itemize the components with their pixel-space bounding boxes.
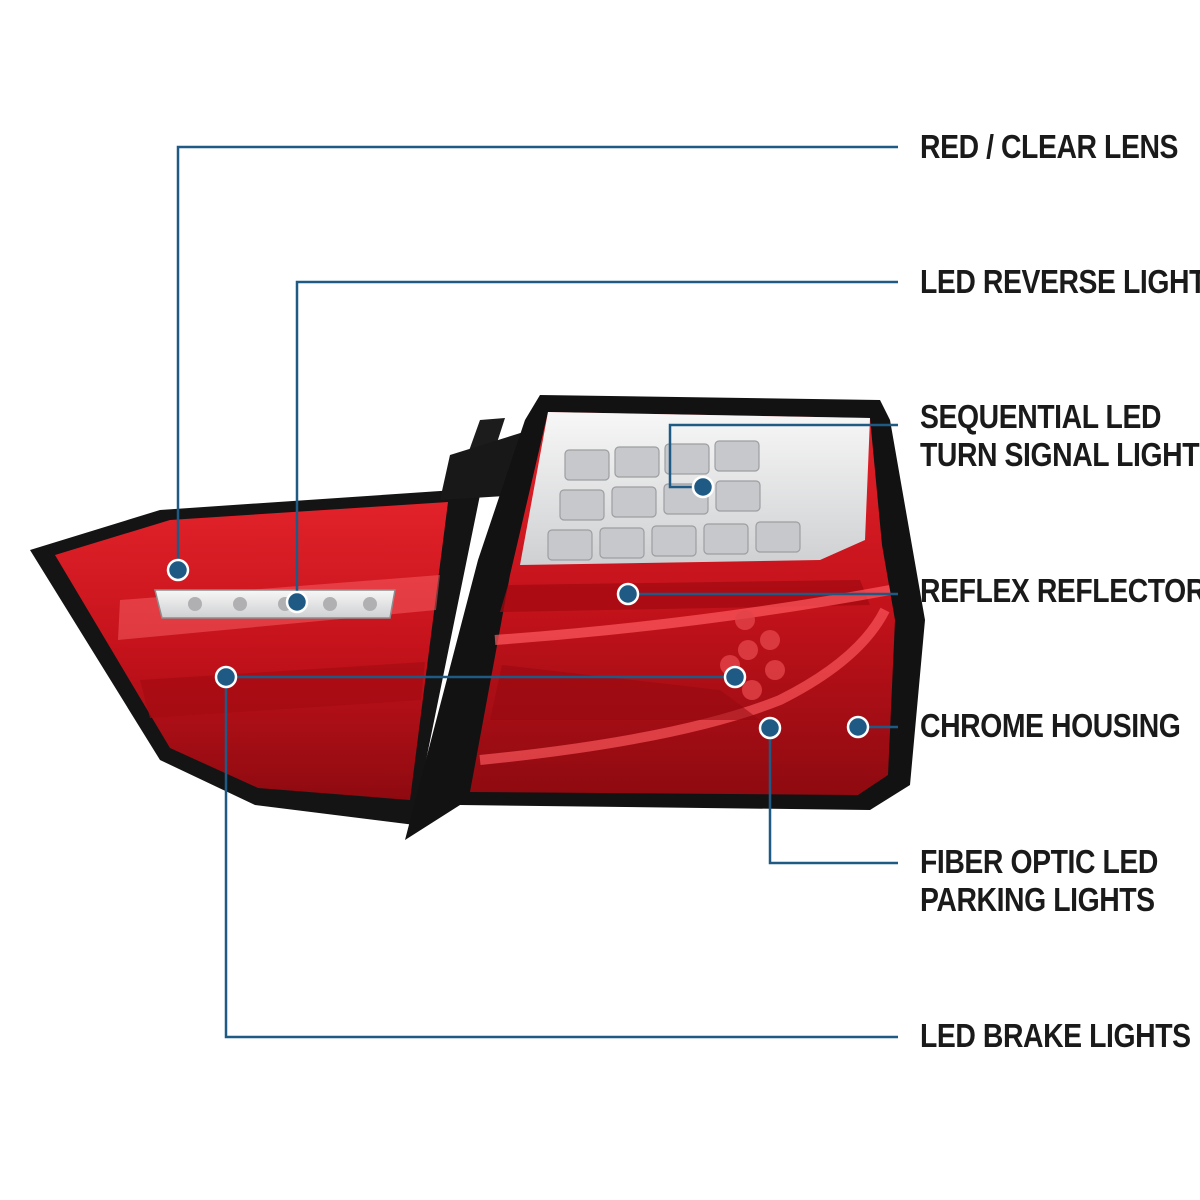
outer-tail-light: [405, 395, 925, 840]
dot-reflex-reflectors: [616, 582, 640, 606]
turn-signal-led-grid: [547, 440, 801, 561]
inner-reflector-wedge: [490, 665, 760, 720]
leader-red-clear-lens: [176, 145, 898, 570]
label-reflex-reflectors: REFLEX REFLECTORS: [920, 572, 1200, 610]
leader-led-reverse-light: [295, 280, 898, 602]
leader-fiber-optic-parking: [768, 728, 898, 865]
leader-lines: [176, 145, 898, 1039]
inner-tail-light: [30, 418, 530, 825]
label-line: SEQUENTIAL LED: [920, 398, 1162, 435]
label-red-clear-lens: RED / CLEAR LENS: [920, 128, 1178, 166]
inner-reverse-lens: [154, 589, 396, 619]
label-line: REFLEX REFLECTORS: [920, 572, 1200, 609]
callout-dots: [166, 475, 870, 740]
label-led-reverse-light: LED REVERSE LIGHT: [920, 263, 1200, 301]
label-line: PARKING LIGHTS: [920, 881, 1155, 918]
dot-led-reverse-light: [285, 590, 309, 614]
dot-brake-lights-right: [723, 665, 747, 689]
fiber-optic-bar-lower: [479, 607, 890, 765]
label-led-brake-lights: LED BRAKE LIGHTS: [920, 1017, 1191, 1055]
label-line: TURN SIGNAL LIGHT: [920, 436, 1200, 473]
leader-brake-lights: [224, 677, 898, 1039]
leader-sequential-turn-signal: [668, 423, 898, 489]
dot-sequential-turn-signal: [691, 475, 715, 499]
inner-red-lens: [55, 502, 448, 800]
label-line: FIBER OPTIC LED: [920, 843, 1158, 880]
label-line: CHROME HOUSING: [920, 707, 1181, 744]
label-line: RED / CLEAR LENS: [920, 128, 1179, 165]
label-line: LED BRAKE LIGHTS: [920, 1017, 1191, 1054]
label-line: LED REVERSE LIGHT: [920, 263, 1200, 300]
brake-led-cluster: [720, 610, 785, 700]
fiber-optic-bar-upper: [494, 585, 891, 645]
label-fiber-optic-parking: FIBER OPTIC LED PARKING LIGHTS: [920, 843, 1158, 919]
dot-brake-lights-left: [214, 665, 238, 689]
dot-red-clear-lens: [166, 558, 190, 582]
label-chrome-housing: CHROME HOUSING: [920, 707, 1181, 745]
dot-fiber-optic-parking: [758, 716, 782, 740]
dot-chrome-housing: [846, 715, 870, 739]
label-sequential-turn-signal: SEQUENTIAL LED TURN SIGNAL LIGHT: [920, 398, 1200, 474]
